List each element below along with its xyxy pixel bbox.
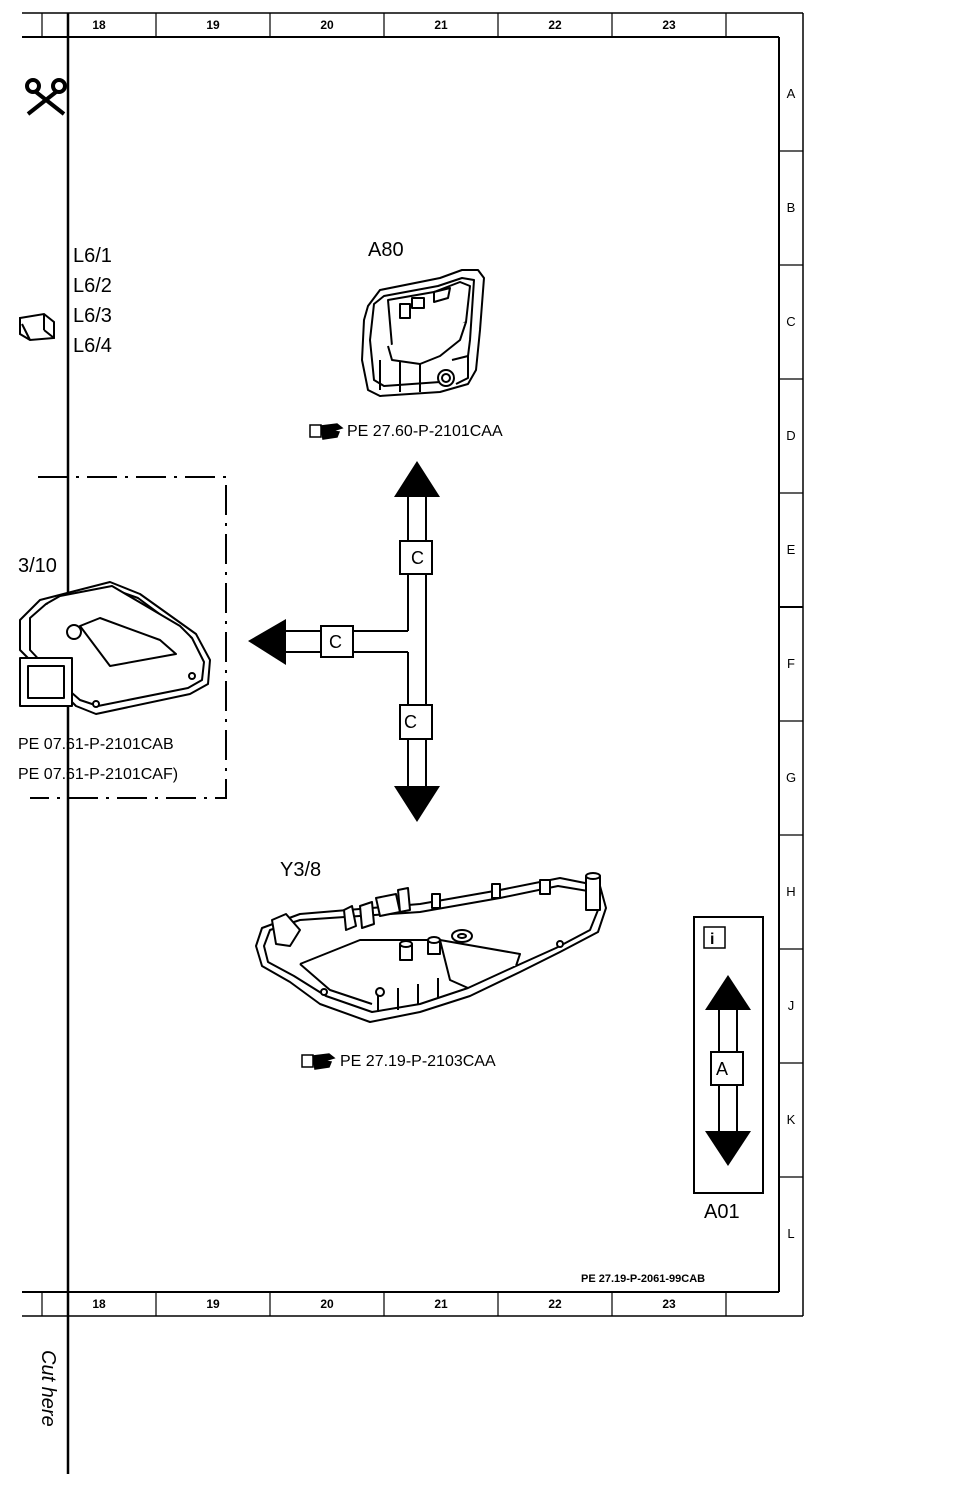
grid-row-label: F (787, 656, 795, 671)
grid-column-labels-bottom: 18 19 20 21 22 23 (92, 1297, 676, 1311)
grid-column-label: 21 (434, 18, 448, 32)
y38-ref: PE 27.19-P-2103CAA (301, 1053, 496, 1070)
grid-row-label: A (787, 86, 796, 101)
grid-column-label: 22 (548, 1297, 562, 1311)
page-frame (22, 12, 804, 1474)
grid-row-label: K (787, 1112, 796, 1127)
pointing-hand-icon (309, 423, 344, 440)
grid-row-label: B (787, 200, 796, 215)
y38-label: Y3/8 (280, 859, 321, 881)
grid-row-label: H (786, 884, 795, 899)
connection-wiring (284, 496, 427, 788)
grid-row-label: L (787, 1226, 794, 1241)
sidebar-label: L6/3 (73, 305, 112, 327)
arrow-up-icon (705, 975, 751, 1010)
grid-column-labels-top: 18 19 20 21 22 23 (92, 18, 676, 32)
info-box: i A A01 (693, 916, 764, 1223)
connector-bottom: C (399, 704, 433, 740)
sidebar-label-list: L6/1 L6/2 L6/3 L6/4 (73, 245, 112, 357)
sidebar-label: L6/4 (73, 335, 112, 357)
y38-ref-text: PE 27.19-P-2103CAA (340, 1053, 496, 1070)
control-unit-illustration (19, 581, 211, 715)
connector-left-label: C (329, 632, 342, 652)
partial-ref-text: PE 07.61-P-2101CAB (18, 736, 174, 753)
connector-a-label: A (716, 1059, 728, 1079)
grid-column-label: 19 (206, 18, 220, 32)
a01-label: A01 (704, 1201, 740, 1223)
info-icon: i (703, 926, 726, 949)
partial-component-label: 3/10 (18, 555, 57, 577)
a80-label: A80 (368, 239, 404, 261)
grid-column-label: 20 (320, 18, 334, 32)
speed-sensor-icon (19, 312, 55, 342)
pointing-hand-icon (301, 1053, 336, 1070)
grid-column-label: 19 (206, 1297, 220, 1311)
connector-left: C (320, 625, 354, 658)
connector-top-label: C (411, 548, 424, 568)
connector-a-box (710, 1051, 744, 1086)
grid-row-label: D (786, 428, 795, 443)
partial-component-refs: PE 07.61-P-2101CAB PE 07.61-P-2101CAF) (18, 736, 178, 783)
a80-module-illustration (361, 269, 485, 397)
scissors-icon (25, 78, 67, 116)
grid-row-labels: A B C D E F G H J K L (786, 86, 796, 1241)
grid-column-label: 23 (662, 1297, 676, 1311)
sidebar-label: L6/1 (73, 245, 112, 267)
grid-row-label: C (786, 314, 795, 329)
arrow-left-icon (248, 619, 286, 665)
cut-here-label: Cut here (37, 1350, 59, 1427)
grid-column-label: 21 (434, 1297, 448, 1311)
connector-top: C (399, 540, 433, 575)
partial-ref-text: PE 07.61-P-2101CAF) (18, 766, 178, 783)
footer-reference: PE 27.19-P-2061-99CAB (581, 1273, 705, 1285)
grid-column-label: 22 (548, 18, 562, 32)
a80-ref: PE 27.60-P-2101CAA (309, 423, 503, 440)
arrow-up-icon (394, 461, 440, 497)
connector-bottom-label: C (404, 712, 417, 732)
partial-component-boundary (30, 476, 227, 799)
a80-ref-text: PE 27.60-P-2101CAA (347, 423, 503, 440)
grid-row-label: G (786, 770, 796, 785)
grid-row-label: E (787, 542, 796, 557)
sidebar-label: L6/2 (73, 275, 112, 297)
info-icon-glyph: i (710, 931, 714, 948)
arrow-down-icon (394, 786, 440, 822)
grid-column-label: 18 (92, 1297, 106, 1311)
grid-column-label: 18 (92, 18, 106, 32)
arrow-down-icon (705, 1131, 751, 1166)
grid-column-label: 23 (662, 18, 676, 32)
valve-body-illustration (255, 872, 607, 1023)
grid-row-label: J (788, 998, 795, 1013)
grid-column-label: 20 (320, 1297, 334, 1311)
